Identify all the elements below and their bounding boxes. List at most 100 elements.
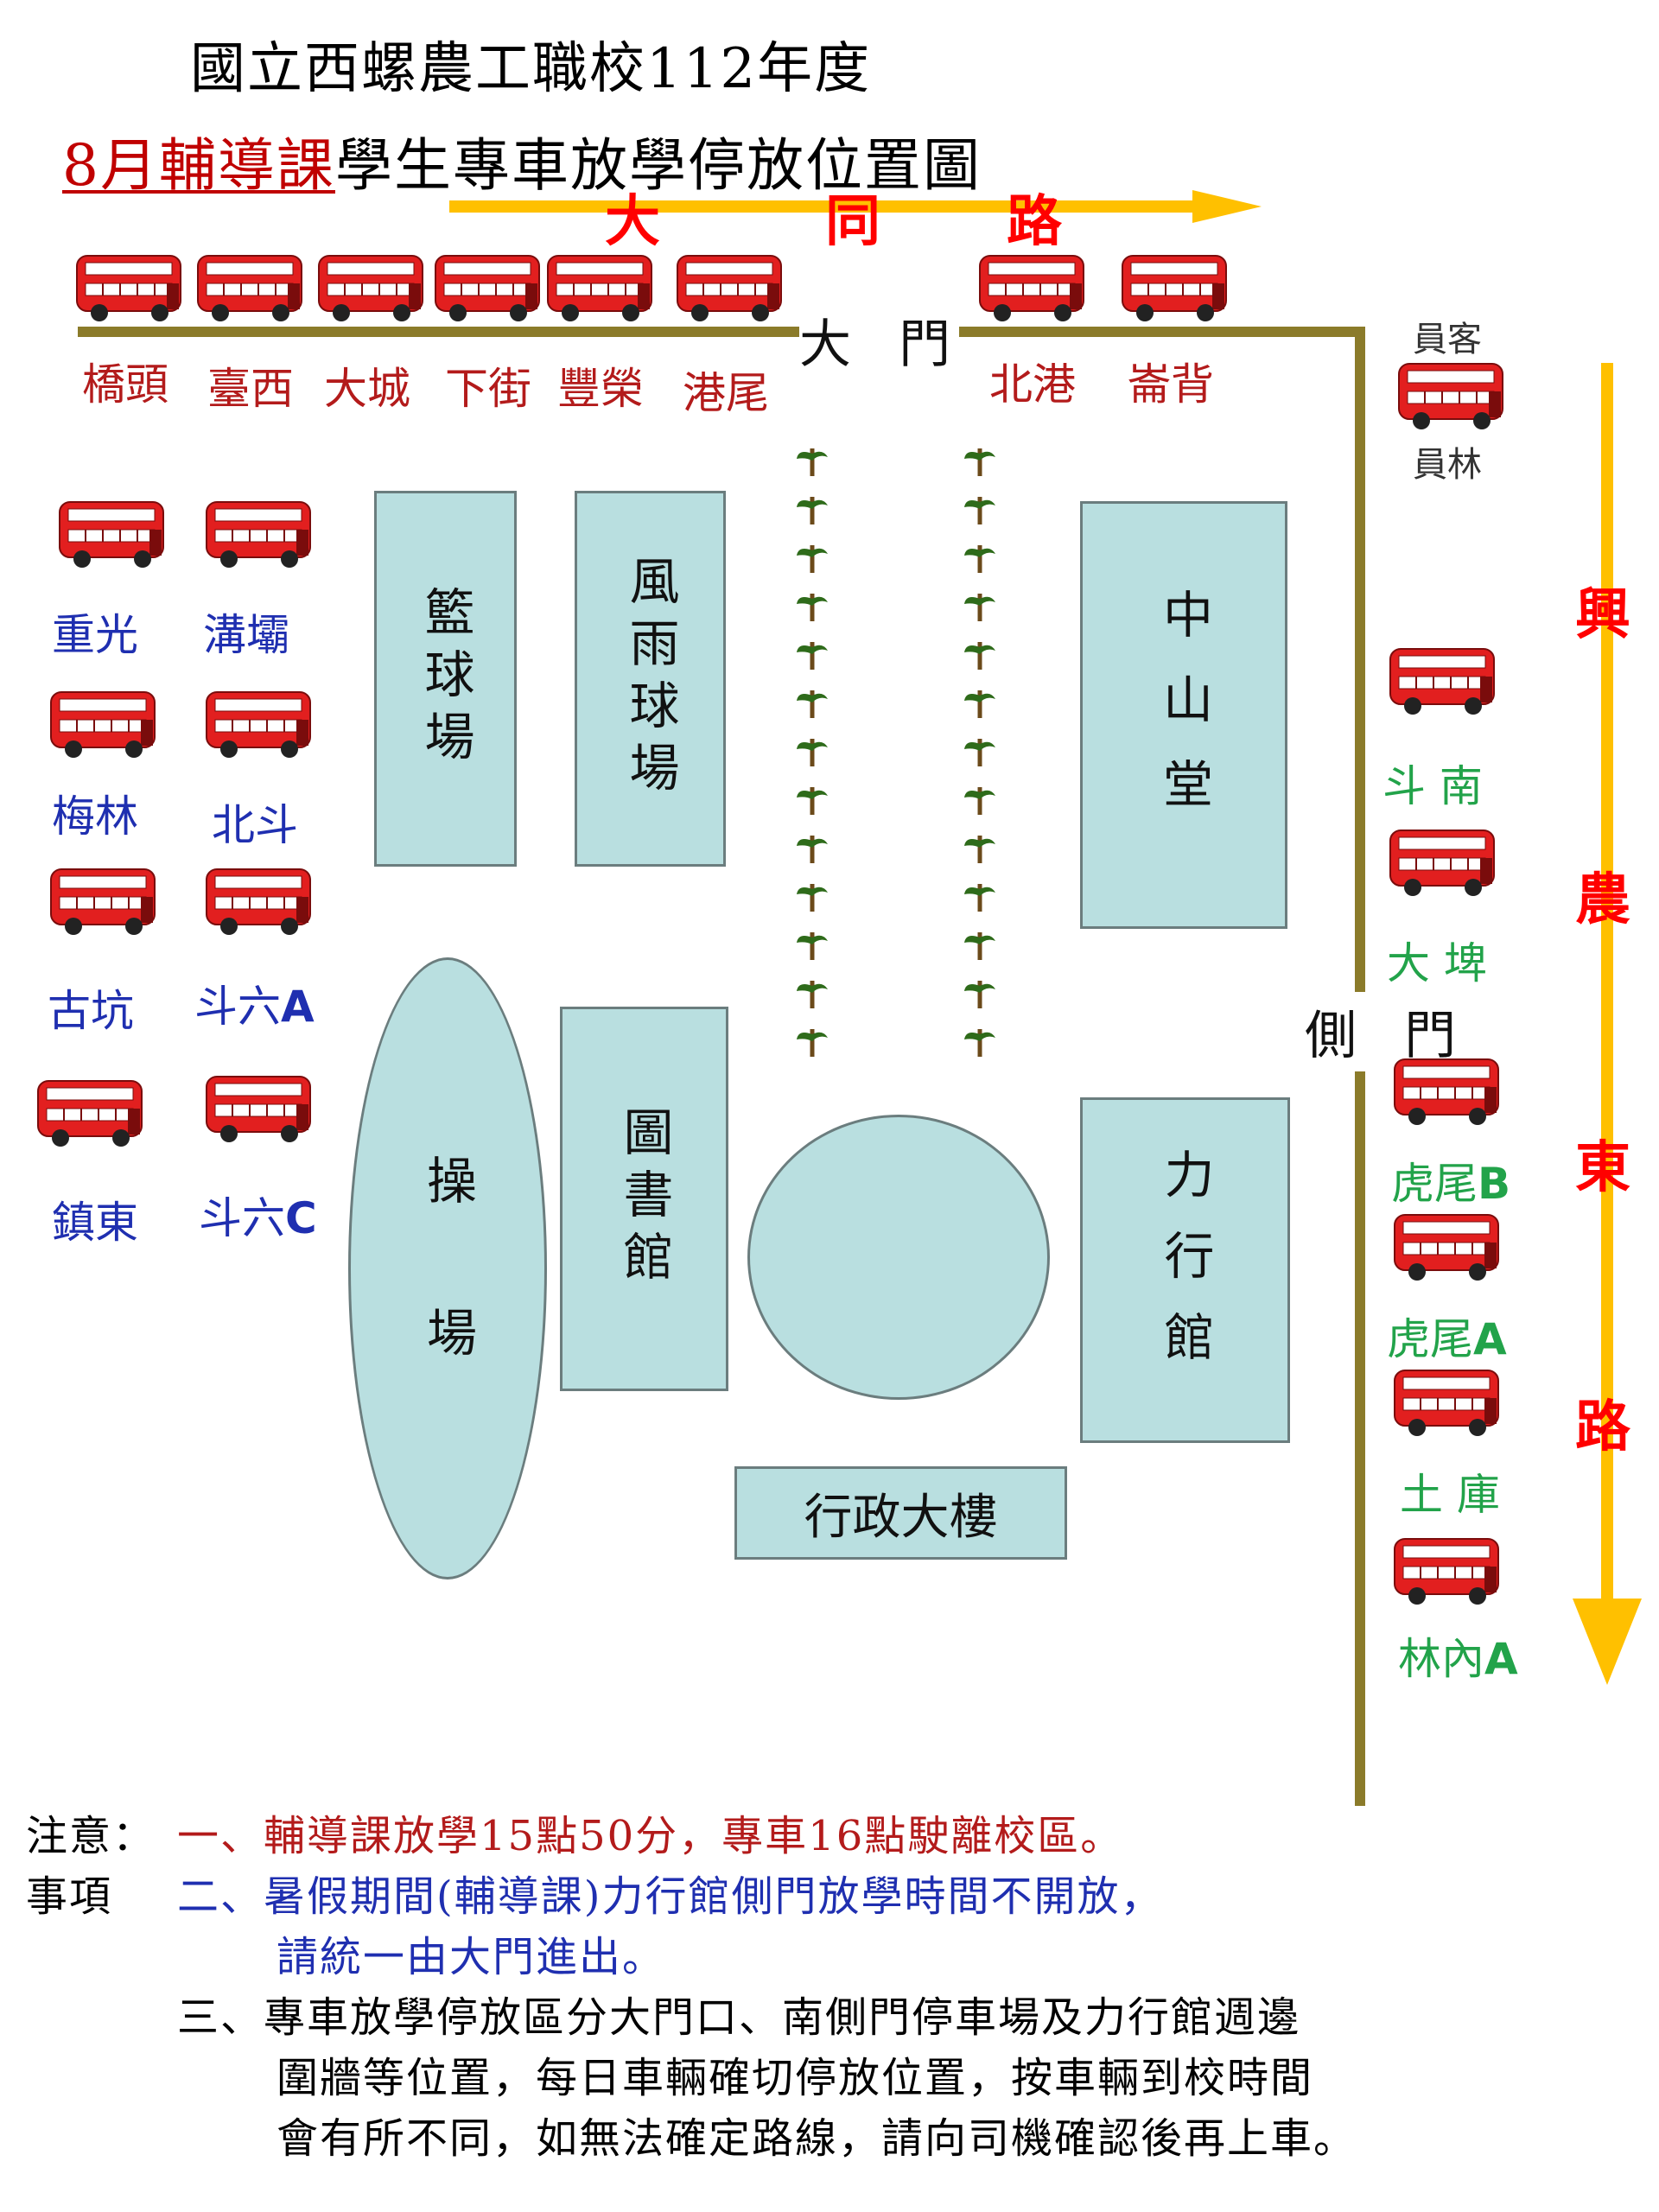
playground-label: 操 場 bbox=[418, 1154, 477, 1382]
east-wall-lower bbox=[1355, 1071, 1365, 1806]
stop-label-beidou: 北斗 bbox=[212, 800, 298, 850]
stop-suffix: A bbox=[1484, 1634, 1518, 1684]
bus-icon-gangwei bbox=[677, 255, 782, 322]
datong-road-char-3: 路 bbox=[1007, 189, 1062, 254]
stop-label-gukeng: 古坑 bbox=[48, 986, 134, 1036]
stop-name: 虎尾 bbox=[1387, 1314, 1473, 1364]
datong-road-char-2: 同 bbox=[825, 189, 880, 254]
note-item-2b: 請統一由大門進出。 bbox=[276, 1933, 666, 1981]
xingnong-road-char-2: 農 bbox=[1575, 868, 1630, 932]
bus-icon-beidou bbox=[206, 691, 311, 759]
stop-suffix: A bbox=[281, 982, 315, 1032]
zhongshan-hall: 中山堂 bbox=[1080, 501, 1287, 929]
stop-label-goupa: 溝壩 bbox=[203, 610, 289, 660]
subtitle-rest: 學生專車放學停放位置圖 bbox=[335, 132, 982, 199]
note-item-1: 一、輔導課放學15點50分，專車16點駛離校區。 bbox=[177, 1812, 1124, 1860]
bus-icon-gukeng bbox=[50, 868, 156, 936]
east-wall-upper bbox=[1355, 327, 1365, 992]
rain-court-label: 風雨球場 bbox=[620, 554, 680, 804]
tree-row-right bbox=[964, 448, 995, 1057]
bus-icon-dounan bbox=[1389, 648, 1495, 715]
basketball-court: 籃球場 bbox=[374, 491, 517, 867]
central-plaza bbox=[747, 1115, 1050, 1400]
bus-icon-beigang bbox=[979, 255, 1084, 322]
xingnong-east-road-arrow bbox=[1573, 363, 1642, 1685]
bus-icon-qiaotou bbox=[76, 255, 181, 322]
bus-icon-lunbei bbox=[1122, 255, 1227, 322]
page-subtitle: 8月輔導課學生專車放學停放位置圖 bbox=[62, 119, 982, 202]
xingnong-road-char-1: 興 bbox=[1575, 582, 1630, 647]
bus-icon-taixi bbox=[197, 255, 302, 322]
library: 圖書館 bbox=[560, 1007, 728, 1391]
stop-label-dapi: 大 埤 bbox=[1387, 938, 1487, 988]
note-item-3c: 會有所不同，如無法確定路線，請向司機確認後再上車。 bbox=[276, 2114, 1357, 2163]
stop-label-dacheng: 大城 bbox=[324, 364, 410, 414]
admin-building-label: 行政大樓 bbox=[804, 1489, 998, 1546]
main-gate-label: 大 門 bbox=[799, 315, 967, 375]
bus-icon-douliu-a bbox=[206, 868, 311, 936]
stop-label-gangwei: 港尾 bbox=[683, 368, 769, 418]
stop-name: 虎尾 bbox=[1391, 1159, 1478, 1209]
subtitle-highlight: 8月輔導課 bbox=[62, 132, 335, 199]
stop-label-douliu-c: 斗六C bbox=[199, 1184, 317, 1246]
bus-icon-huwei-b bbox=[1394, 1058, 1499, 1126]
note-item-3a: 三、專車放學停放區分大門口、南側門停車場及力行館週邊 bbox=[177, 1993, 1301, 2042]
playground: 操 場 bbox=[348, 957, 547, 1580]
lixing-hall: 力行館 bbox=[1080, 1097, 1290, 1443]
bus-icon-meilin bbox=[50, 691, 156, 759]
bus-icon-huwei-a bbox=[1394, 1214, 1499, 1281]
tree-row-left bbox=[797, 448, 828, 1057]
stop-label-xiajie: 下街 bbox=[445, 364, 531, 414]
note-item-3b: 圍牆等位置，每日車輛確切停放位置，按車輛到校時間 bbox=[276, 2054, 1314, 2102]
stop-label-lunbei: 崙背 bbox=[1128, 359, 1214, 410]
notes-label-1: 注意： bbox=[26, 1812, 156, 1860]
stop-name: 斗六 bbox=[199, 1193, 285, 1243]
bus-icon-yuanlin bbox=[1398, 363, 1503, 430]
stop-suffix: C bbox=[285, 1193, 317, 1243]
basketball-court-label: 籃球場 bbox=[416, 585, 475, 772]
datong-road-arrow bbox=[449, 190, 1262, 223]
stop-suffix: A bbox=[1473, 1314, 1507, 1364]
stop-label-yuanke: 員客 bbox=[1413, 320, 1482, 359]
stop-label-yuanlin: 員林 bbox=[1413, 445, 1482, 485]
stop-label-meilin: 梅林 bbox=[52, 791, 138, 842]
zhongshan-hall-label: 中山堂 bbox=[1154, 588, 1213, 842]
notes-label-2: 事項 bbox=[26, 1872, 113, 1921]
admin-building: 行政大樓 bbox=[734, 1466, 1067, 1560]
bus-icon-fengrong bbox=[547, 255, 652, 322]
lixing-hall-label: 力行館 bbox=[1155, 1148, 1215, 1392]
stop-label-fengrong: 豐榮 bbox=[557, 364, 644, 414]
page-title: 國立西螺農工職校112年度 bbox=[190, 37, 872, 101]
stop-label-beigang: 北港 bbox=[989, 359, 1076, 410]
stop-label-taixi: 臺西 bbox=[207, 364, 294, 414]
xingnong-road-char-3: 東 bbox=[1575, 1135, 1630, 1200]
library-label: 圖書館 bbox=[614, 1105, 674, 1293]
stop-label-tuku: 土 庫 bbox=[1400, 1470, 1500, 1520]
side-gate-label: 側 門 bbox=[1305, 1006, 1472, 1066]
bus-icon-zhongguang bbox=[59, 501, 164, 569]
front-wall-right bbox=[959, 327, 1365, 337]
bus-icon-xiajie bbox=[435, 255, 540, 322]
stop-name: 斗六 bbox=[194, 982, 281, 1032]
stop-label-huwei-a: 虎尾A bbox=[1387, 1305, 1507, 1367]
front-wall-left bbox=[78, 327, 799, 337]
stop-label-linnei-a: 林內A bbox=[1398, 1624, 1518, 1687]
bus-icon-zhendong bbox=[37, 1080, 143, 1147]
datong-road-char-1: 大 bbox=[605, 189, 660, 254]
stop-label-huwei-b: 虎尾B bbox=[1391, 1149, 1510, 1211]
stop-name: 林內 bbox=[1398, 1634, 1484, 1684]
bus-icon-linnei-a bbox=[1394, 1538, 1499, 1605]
stop-label-qiaotou: 橋頭 bbox=[82, 359, 168, 410]
stop-label-zhendong: 鎮東 bbox=[52, 1198, 138, 1248]
bus-icon-dacheng bbox=[318, 255, 423, 322]
note-item-2a: 二、暑假期間(輔導課)力行館側門放學時間不開放， bbox=[177, 1872, 1164, 1921]
stop-label-dounan: 斗 南 bbox=[1382, 761, 1483, 811]
rain-court: 風雨球場 bbox=[575, 491, 726, 867]
bus-icon-tuku bbox=[1394, 1370, 1499, 1437]
stop-label-zhongguang: 重光 bbox=[52, 610, 138, 660]
stop-suffix: B bbox=[1478, 1159, 1511, 1209]
stop-label-douliu-a: 斗六A bbox=[194, 972, 315, 1034]
bus-icon-dapi bbox=[1389, 830, 1495, 897]
xingnong-road-char-4: 路 bbox=[1575, 1395, 1630, 1459]
bus-icon-goupa bbox=[206, 501, 311, 569]
